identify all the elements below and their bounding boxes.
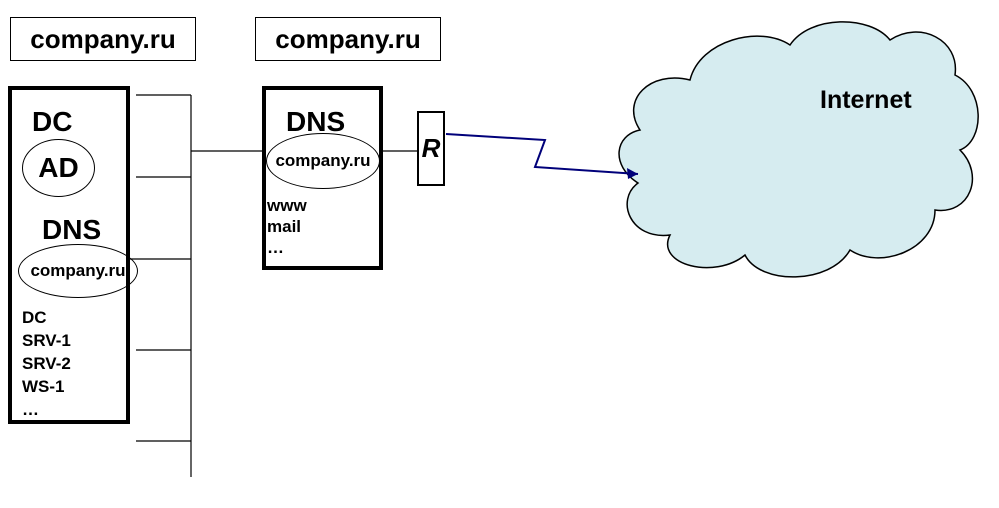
wan-link (445, 133, 639, 175)
dc-dns-title: DNS (42, 214, 102, 245)
list-item: mail (267, 217, 302, 236)
ad-ellipse: AD (22, 139, 95, 197)
router-label: R (421, 133, 441, 163)
ext-zone-ellipse: company.ru (266, 133, 380, 189)
list-item: SRV-1 (22, 331, 71, 350)
list-item: SRV-2 (22, 354, 71, 373)
dc-title: DC (32, 106, 73, 137)
dc-record-list: DC SRV-1 SRV-2 WS-1 … (22, 306, 71, 421)
list-item: … (22, 400, 39, 419)
external-dns-server: DNS company.ru www mail … (262, 86, 383, 270)
dc-zone-ellipse: company.ru (18, 244, 138, 298)
ext-dns-title: DNS (286, 106, 346, 137)
dc-zone-label: company.ru (30, 261, 126, 280)
left-domain-label: company.ru (10, 17, 196, 61)
dc-server: DC AD DNS company.ru DC SRV-1 SRV-2 WS-1… (8, 86, 138, 424)
router: R (417, 111, 445, 186)
ad-label: AD (38, 152, 79, 183)
internet-label: Internet (820, 86, 912, 114)
list-item: … (267, 238, 284, 257)
ext-record-list: www mail … (267, 195, 307, 258)
right-domain-label: company.ru (255, 17, 441, 61)
wan-arrowhead (627, 168, 638, 179)
internet-cloud (618, 21, 979, 278)
list-item: www (267, 196, 307, 215)
list-item: DC (22, 308, 47, 327)
list-item: WS-1 (22, 377, 65, 396)
ext-zone-label: company.ru (275, 151, 371, 170)
